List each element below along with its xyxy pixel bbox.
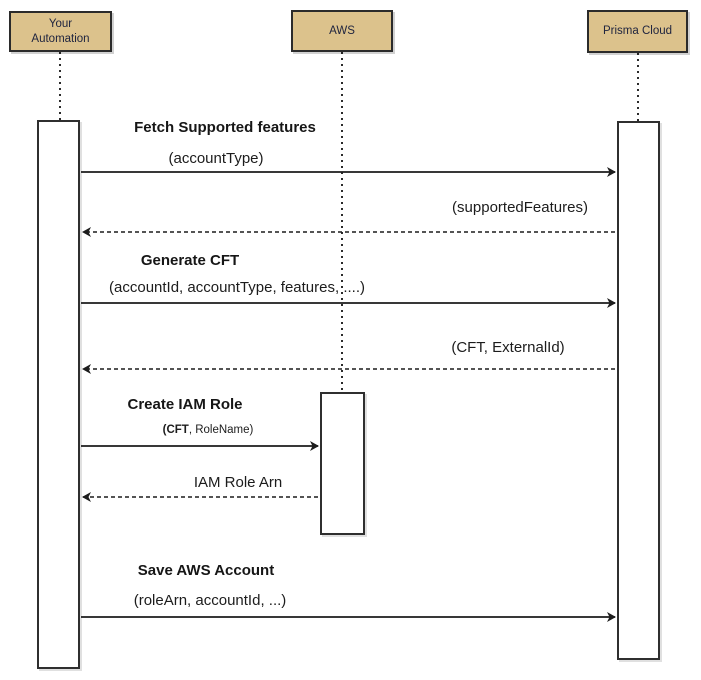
actor-box-prisma-cloud: Prisma Cloud: [587, 10, 688, 53]
message-title-fetch-supported-features: Fetch Supported features: [134, 119, 316, 136]
message-title-save-aws-account: Save AWS Account: [137, 562, 275, 579]
message-params-generate-cft: (accountId, accountType, features, ....): [109, 279, 365, 296]
actor-box-your-automation: Your Automation: [9, 11, 112, 52]
activation-bar-aws: [320, 392, 365, 535]
activation-bar-your-automation: [37, 120, 80, 669]
message-title-generate-cft: Generate CFT: [140, 252, 240, 269]
message-params-fetch-supported-features: (accountType): [168, 150, 264, 167]
message-params-cft-bold: (CFT: [162, 424, 189, 436]
activation-bar-prisma-cloud: [617, 121, 660, 660]
message-params-rolename: , RoleName): [188, 424, 254, 436]
message-params-create-iam-role: (CFT, RoleName): [163, 424, 254, 436]
message-params-supported-features: (supportedFeatures): [452, 199, 588, 216]
message-title-create-iam-role: Create IAM Role: [127, 396, 243, 413]
message-label-iam-role-arn: IAM Role Arn: [193, 474, 283, 491]
message-params-save-aws-account: (roleArn, accountId, ...): [133, 592, 287, 609]
message-params-cft-externalid: (CFT, ExternalId): [451, 339, 565, 356]
actor-box-aws: AWS: [291, 10, 393, 52]
